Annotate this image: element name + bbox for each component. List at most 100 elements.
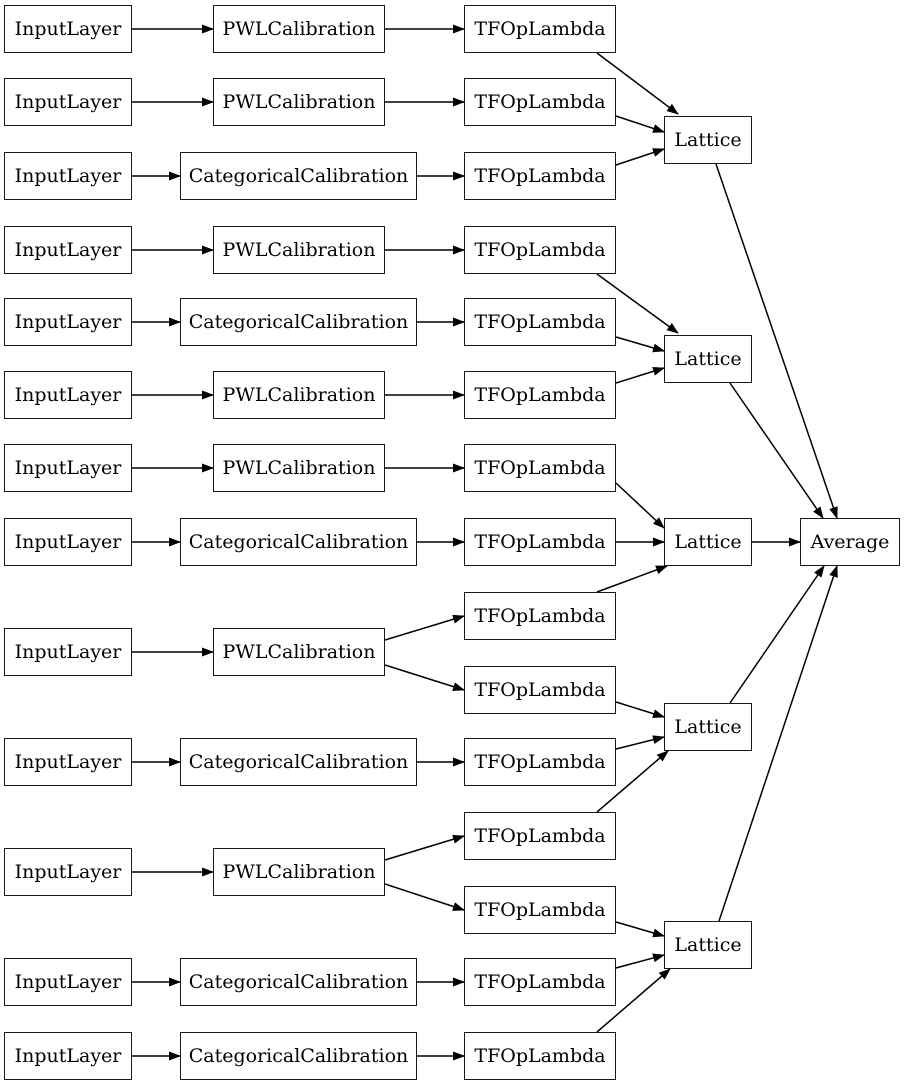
node-label: TFOpLambda bbox=[474, 238, 606, 261]
node-label: TFOpLambda bbox=[474, 383, 606, 406]
node-label: Lattice bbox=[674, 347, 742, 370]
node-input-9: InputLayer bbox=[4, 628, 132, 676]
node-input-12: InputLayer bbox=[4, 958, 132, 1006]
node-tfop-6: TFOpLambda bbox=[464, 371, 616, 419]
edge-tfop-10-to-lattice-4 bbox=[615, 701, 665, 719]
node-cat-5: CategoricalCalibration bbox=[180, 958, 417, 1006]
node-average: Average bbox=[800, 518, 900, 566]
node-tfop-5: TFOpLambda bbox=[464, 298, 616, 346]
edge-tfop-3-to-lattice-1 bbox=[615, 148, 665, 166]
node-tfop-2: TFOpLambda bbox=[464, 78, 616, 126]
edge-tfop-15-to-lattice-5 bbox=[596, 968, 671, 1033]
node-tfop-1: TFOpLambda bbox=[464, 5, 616, 53]
node-cat-1: CategoricalCalibration bbox=[180, 152, 417, 200]
node-lattice-2: Lattice bbox=[664, 335, 752, 383]
node-pwl-5: PWLCalibration bbox=[213, 444, 385, 492]
node-label: InputLayer bbox=[14, 530, 122, 553]
node-lattice-4: Lattice bbox=[664, 703, 752, 751]
edge-pwl-6-to-tfop-9 bbox=[384, 614, 465, 641]
edge-tfop-13-to-lattice-5 bbox=[615, 921, 665, 938]
edge-tfop-1-to-lattice-1 bbox=[596, 52, 679, 115]
node-pwl-6: PWLCalibration bbox=[213, 628, 385, 676]
node-input-13: InputLayer bbox=[4, 1032, 132, 1080]
node-label: TFOpLambda bbox=[474, 678, 606, 701]
node-input-11: InputLayer bbox=[4, 848, 132, 896]
node-label: TFOpLambda bbox=[474, 456, 606, 479]
node-tfop-4: TFOpLambda bbox=[464, 226, 616, 274]
node-label: InputLayer bbox=[14, 750, 122, 773]
node-input-4: InputLayer bbox=[4, 226, 132, 274]
node-label: TFOpLambda bbox=[474, 1044, 606, 1067]
node-label: InputLayer bbox=[14, 17, 122, 40]
edge-tfop-5-to-lattice-2 bbox=[615, 336, 665, 353]
node-tfop-12: TFOpLambda bbox=[464, 812, 616, 860]
node-input-10: InputLayer bbox=[4, 738, 132, 786]
node-label: CategoricalCalibration bbox=[188, 164, 409, 187]
node-label: Lattice bbox=[674, 128, 742, 151]
edge-lattice-2-to-average bbox=[729, 382, 824, 519]
node-label: TFOpLambda bbox=[474, 164, 606, 187]
node-label: PWLCalibration bbox=[222, 456, 376, 479]
node-label: PWLCalibration bbox=[222, 860, 376, 883]
node-cat-3: CategoricalCalibration bbox=[180, 518, 417, 566]
node-label: TFOpLambda bbox=[474, 604, 606, 627]
node-input-7: InputLayer bbox=[4, 444, 132, 492]
node-label: Average bbox=[810, 530, 890, 553]
node-tfop-13: TFOpLambda bbox=[464, 886, 616, 934]
node-input-1: InputLayer bbox=[4, 5, 132, 53]
edge-tfop-6-to-lattice-2 bbox=[615, 366, 665, 384]
node-label: Lattice bbox=[674, 530, 742, 553]
node-label: PWLCalibration bbox=[222, 640, 376, 663]
node-tfop-14: TFOpLambda bbox=[464, 958, 616, 1006]
node-input-8: InputLayer bbox=[4, 518, 132, 566]
node-tfop-8: TFOpLambda bbox=[464, 518, 616, 566]
node-label: InputLayer bbox=[14, 970, 122, 993]
node-label: Lattice bbox=[674, 715, 742, 738]
edge-tfop-14-to-lattice-5 bbox=[615, 953, 665, 969]
node-label: TFOpLambda bbox=[474, 824, 606, 847]
edge-tfop-4-to-lattice-2 bbox=[596, 273, 679, 334]
edge-tfop-7-to-lattice-3 bbox=[615, 482, 665, 529]
node-label: PWLCalibration bbox=[222, 90, 376, 113]
node-tfop-10: TFOpLambda bbox=[464, 666, 616, 714]
node-tfop-9: TFOpLambda bbox=[464, 592, 616, 640]
node-label: CategoricalCalibration bbox=[188, 1044, 409, 1067]
node-label: PWLCalibration bbox=[222, 17, 376, 40]
node-input-5: InputLayer bbox=[4, 298, 132, 346]
node-lattice-3: Lattice bbox=[664, 518, 752, 566]
node-tfop-7: TFOpLambda bbox=[464, 444, 616, 492]
edge-tfop-2-to-lattice-1 bbox=[615, 115, 665, 133]
edge-lattice-1-to-average bbox=[715, 163, 838, 519]
node-input-3: InputLayer bbox=[4, 152, 132, 200]
node-label: InputLayer bbox=[14, 90, 122, 113]
node-label: TFOpLambda bbox=[474, 17, 606, 40]
node-label: PWLCalibration bbox=[222, 238, 376, 261]
node-label: TFOpLambda bbox=[474, 310, 606, 333]
node-pwl-2: PWLCalibration bbox=[213, 78, 385, 126]
node-label: Lattice bbox=[674, 933, 742, 956]
node-tfop-3: TFOpLambda bbox=[464, 152, 616, 200]
node-tfop-11: TFOpLambda bbox=[464, 738, 616, 786]
node-cat-6: CategoricalCalibration bbox=[180, 1032, 417, 1080]
edge-tfop-12-to-lattice-4 bbox=[596, 750, 669, 813]
node-lattice-5: Lattice bbox=[664, 921, 752, 969]
node-label: TFOpLambda bbox=[474, 898, 606, 921]
node-label: InputLayer bbox=[14, 310, 122, 333]
node-lattice-1: Lattice bbox=[664, 116, 752, 164]
node-label: TFOpLambda bbox=[474, 90, 606, 113]
node-pwl-3: PWLCalibration bbox=[213, 226, 385, 274]
node-tfop-15: TFOpLambda bbox=[464, 1032, 616, 1080]
node-label: PWLCalibration bbox=[222, 383, 376, 406]
node-cat-2: CategoricalCalibration bbox=[180, 298, 417, 346]
node-label: TFOpLambda bbox=[474, 970, 606, 993]
node-label: TFOpLambda bbox=[474, 750, 606, 773]
edge-pwl-7-to-tfop-13 bbox=[384, 883, 465, 911]
node-input-6: InputLayer bbox=[4, 371, 132, 419]
node-pwl-7: PWLCalibration bbox=[213, 848, 385, 896]
node-label: CategoricalCalibration bbox=[188, 970, 409, 993]
node-label: InputLayer bbox=[14, 860, 122, 883]
node-label: InputLayer bbox=[14, 1044, 122, 1067]
node-label: CategoricalCalibration bbox=[188, 530, 409, 553]
